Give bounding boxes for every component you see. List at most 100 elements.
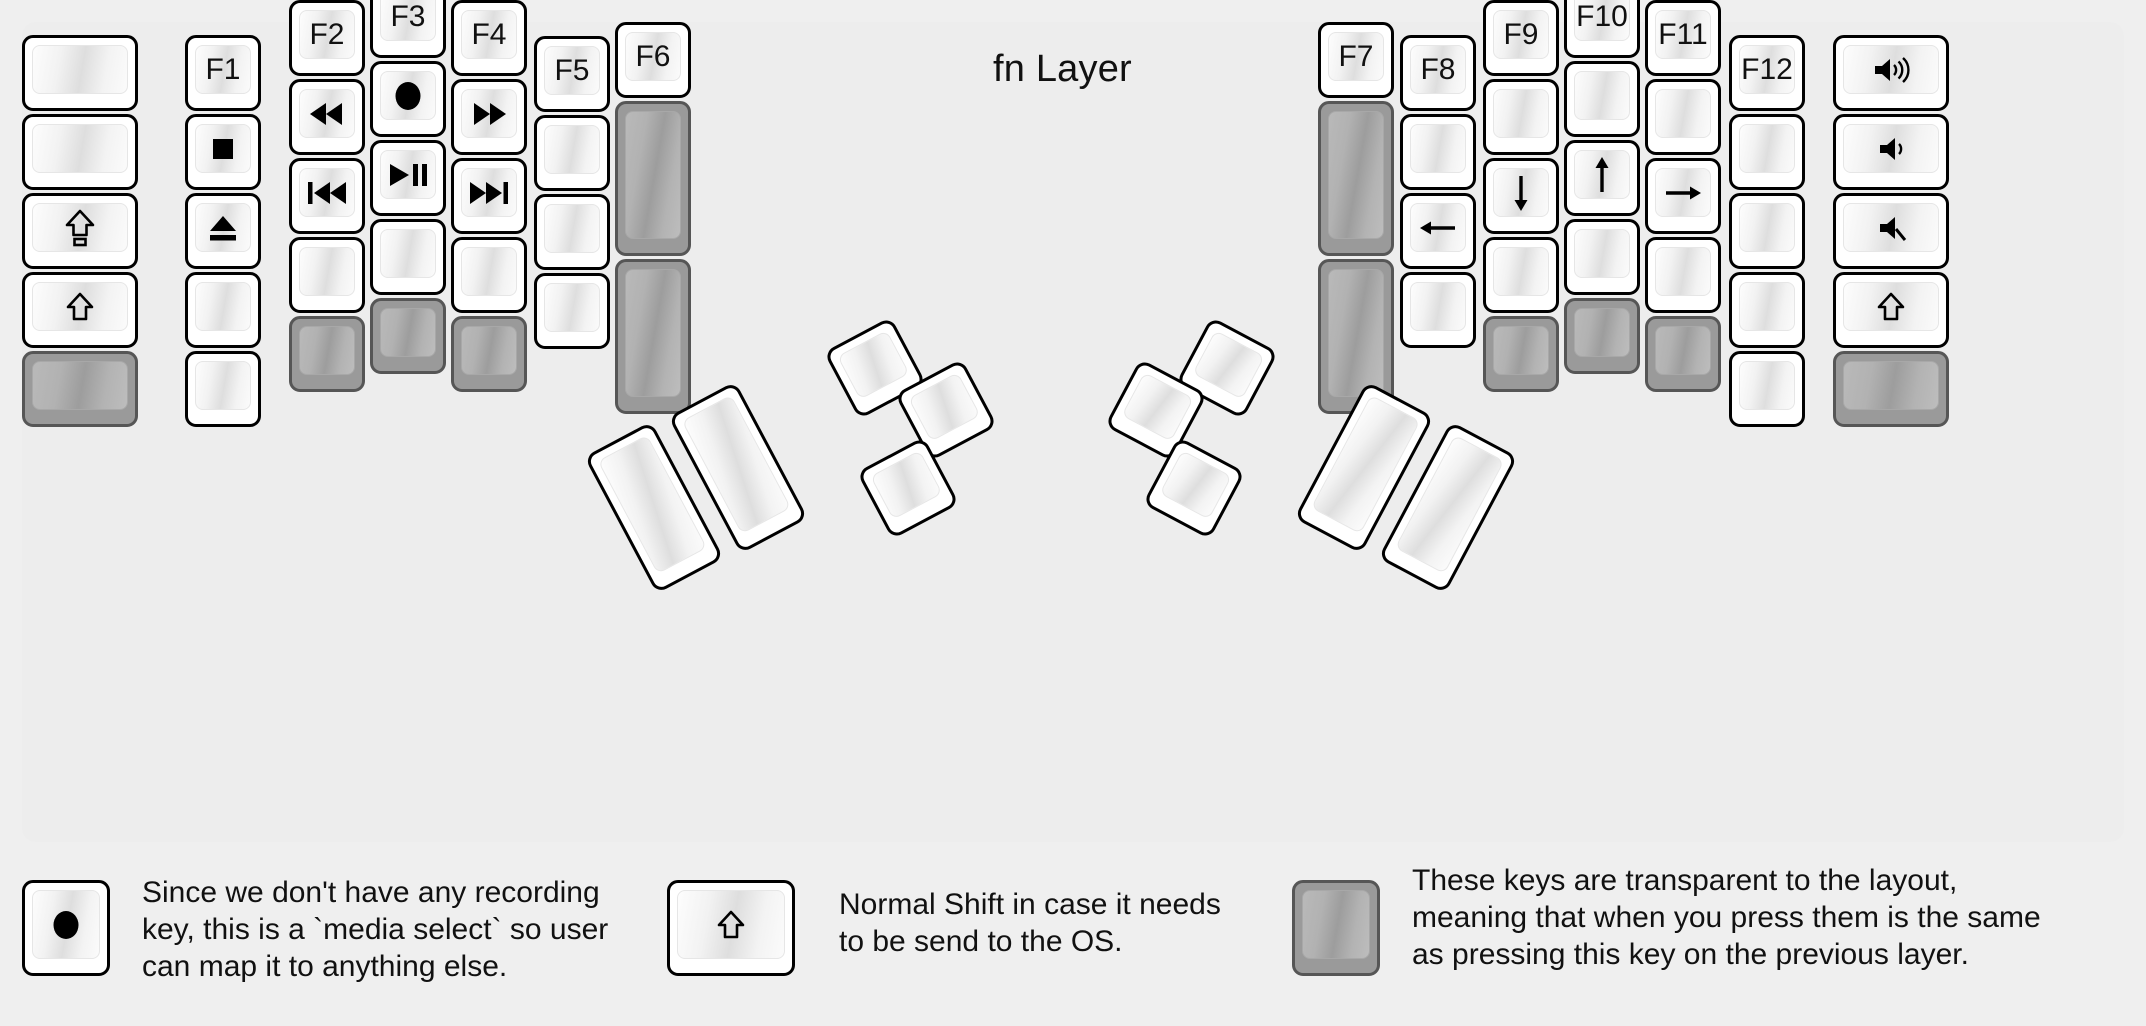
key-left-ring-r4[interactable] (289, 237, 365, 313)
keycap (544, 204, 600, 253)
key-right-index-inner-r2[interactable] (1400, 114, 1476, 190)
key-left-index-inner-r4[interactable] (534, 273, 610, 349)
key-left-pinky-r1[interactable]: F1 (185, 35, 261, 111)
key-right-ring-r1[interactable]: F11 (1645, 0, 1721, 76)
keycap: F5 (544, 46, 600, 95)
key-left-inner-r3[interactable] (615, 259, 691, 414)
key-left-ring-r1[interactable]: F2 (289, 0, 365, 76)
prev-track-icon (305, 179, 349, 207)
key-right-ring-r5[interactable] (1645, 316, 1721, 392)
key-left-ring-r3[interactable] (289, 158, 365, 234)
key-right-middle-r4[interactable] (1564, 219, 1640, 295)
keycap (461, 168, 517, 217)
key-left-middle-r2[interactable] (370, 61, 446, 137)
key-left-inner-r1[interactable]: F6 (615, 22, 691, 98)
key-right-ring-r2[interactable] (1645, 79, 1721, 155)
key-right-ring-r4[interactable] (1645, 237, 1721, 313)
key-left-index-r3[interactable] (451, 158, 527, 234)
key-label: F2 (309, 17, 345, 51)
keycap: F2 (299, 10, 355, 59)
key-right-pinky-outer-r1[interactable] (1833, 35, 1949, 111)
key-left-pinky-outer-r3[interactable] (22, 193, 138, 269)
keycap (1655, 168, 1711, 217)
keycap (1843, 282, 1939, 331)
key-right-pinky-outer-r3[interactable] (1833, 193, 1949, 269)
keycap (1410, 203, 1466, 252)
key-right-pinky-r2[interactable] (1729, 114, 1805, 190)
key-label: F4 (471, 17, 507, 51)
next-track-icon (467, 179, 511, 207)
key-left-pinky-outer-r1[interactable] (22, 35, 138, 111)
arrow-up-icon (1589, 154, 1615, 196)
key-label: F8 (1420, 52, 1456, 86)
key-right-index-inner-r3[interactable] (1400, 193, 1476, 269)
keycap (1739, 361, 1795, 410)
key-left-middle-r4[interactable] (370, 219, 446, 295)
key-left-middle-r1[interactable]: F3 (370, 0, 446, 58)
key-right-pinky-outer-r2[interactable] (1833, 114, 1949, 190)
key-right-pinky-r3[interactable] (1729, 193, 1805, 269)
key-right-middle-r1[interactable]: F10 (1564, 0, 1640, 58)
key-label: F5 (554, 53, 590, 87)
key-right-index-r3[interactable] (1483, 158, 1559, 234)
key-left-index-inner-r3[interactable] (534, 194, 610, 270)
key-left-index-inner-r2[interactable] (534, 115, 610, 191)
key-left-index-r2[interactable] (451, 79, 527, 155)
key-left-ring-r5[interactable] (289, 316, 365, 392)
key-left-pinky-r4[interactable] (185, 272, 261, 348)
key-right-inner-r2[interactable] (1318, 101, 1394, 256)
key-right-inner-r3[interactable] (1318, 259, 1394, 414)
key-right-index-inner-r4[interactable] (1400, 272, 1476, 348)
key-right-index-r2[interactable] (1483, 79, 1559, 155)
key-left-pinky-outer-r5[interactable] (22, 351, 138, 427)
key-right-index-inner-r1[interactable]: F8 (1400, 35, 1476, 111)
keycap (1121, 372, 1194, 442)
key-left-index-r1[interactable]: F4 (451, 0, 527, 76)
key-right-middle-r3[interactable] (1564, 140, 1640, 216)
key-left-pinky-outer-r2[interactable] (22, 114, 138, 190)
keycap (195, 282, 251, 331)
keycap (1574, 150, 1630, 199)
key-label: F9 (1503, 17, 1539, 51)
key-right-index-r4[interactable] (1483, 237, 1559, 313)
keycap: F1 (195, 45, 251, 94)
key-right-middle-r5[interactable] (1564, 298, 1640, 374)
key-right-inner-r1[interactable]: F7 (1318, 22, 1394, 98)
key-right-pinky-r4[interactable] (1729, 272, 1805, 348)
key-left-ring-r2[interactable] (289, 79, 365, 155)
keycap (299, 89, 355, 138)
key-right-index-r1[interactable]: F9 (1483, 0, 1559, 76)
keycap: F11 (1655, 10, 1711, 59)
keycap (461, 247, 517, 296)
key-left-middle-r5[interactable] (370, 298, 446, 374)
keycap (380, 229, 436, 278)
keycap (1574, 229, 1630, 278)
legend-item: These keys are transparent to the layout… (1292, 864, 2122, 1004)
legend-text: These keys are transparent to the layout… (1412, 864, 2041, 972)
keycap (1493, 89, 1549, 138)
keycap (461, 326, 517, 375)
key-left-pinky-outer-r4[interactable] (22, 272, 138, 348)
key-right-index-r5[interactable] (1483, 316, 1559, 392)
key-right-middle-r2[interactable] (1564, 61, 1640, 137)
keycap (1843, 361, 1939, 410)
key-left-index-inner-r1[interactable]: F5 (534, 36, 610, 112)
keycap (32, 124, 128, 173)
key-left-pinky-r2[interactable] (185, 114, 261, 190)
keycap (461, 89, 517, 138)
key-right-pinky-outer-r4[interactable] (1833, 272, 1949, 348)
key-left-inner-r2[interactable] (615, 101, 691, 256)
key-right-pinky-outer-r5[interactable] (1833, 351, 1949, 427)
key-left-pinky-r5[interactable] (185, 351, 261, 427)
legend-key-transparent (1292, 880, 1380, 976)
key-right-ring-r3[interactable] (1645, 158, 1721, 234)
legend-text: Normal Shift in case it needs to be send… (839, 888, 1221, 959)
key-right-pinky-r5[interactable] (1729, 351, 1805, 427)
key-right-pinky-r1[interactable]: F12 (1729, 35, 1805, 111)
key-left-index-r5[interactable] (451, 316, 527, 392)
keycap (1739, 282, 1795, 331)
key-left-middle-r3[interactable] (370, 140, 446, 216)
keycap: F6 (625, 32, 681, 81)
key-left-pinky-r3[interactable] (185, 193, 261, 269)
key-left-index-r4[interactable] (451, 237, 527, 313)
